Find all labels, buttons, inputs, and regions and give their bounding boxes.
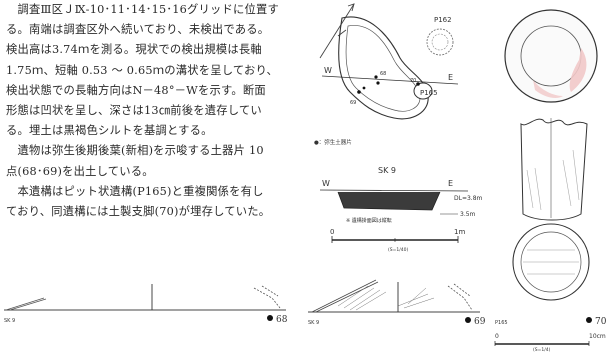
label-point-69: 69 bbox=[350, 100, 356, 106]
paragraph-artifacts: 遺物は弥生後期後葉(新相)を示唆する土器片 10 点(68･69)を出土している… bbox=[6, 141, 306, 181]
text-line: 遺物は弥生後期後葉(新相)を示唆する土器片 10 bbox=[6, 144, 264, 158]
text-line: 検出状態での長軸方向はN－48°－Wを示す。断面 bbox=[6, 83, 266, 97]
profile-68-right bbox=[253, 285, 281, 309]
scale2-ratio: (S=1/4) bbox=[533, 347, 551, 353]
scale-bar bbox=[331, 236, 459, 243]
legend-text: ●：弥生土器片 bbox=[314, 138, 352, 146]
pottery-profile-68: SK 9 68 bbox=[4, 284, 288, 325]
artifact-label-70: P165 bbox=[495, 320, 508, 326]
drawing-title: SK 9 bbox=[378, 166, 396, 175]
pottery-profile-69: SK 9 69 bbox=[308, 279, 486, 327]
text-line: 1.75ｍ、短軸 0.53 ～ 0.65ｍの溝状を呈しており、 bbox=[6, 63, 279, 77]
text-line: る。埋土は黒褐色シルトを基調とする。 bbox=[6, 124, 213, 138]
artifact-no-68: 68 bbox=[276, 315, 288, 325]
artifact-bullet-69 bbox=[465, 317, 471, 323]
find-spot-68b bbox=[376, 81, 380, 85]
artifact-70-side-shade bbox=[526, 149, 580, 211]
paragraph-description: 調査Ⅲ区ＪⅨ-10･11･14･15･16グリッドに位置す る。南端は調査区外へ… bbox=[6, 0, 306, 141]
section-label-w: W bbox=[322, 179, 330, 188]
section-dl: DL=3.8m bbox=[454, 195, 483, 202]
text-line: 点(68･69)を出土している。 bbox=[6, 164, 154, 178]
paragraph-relation: 本遺構はピット状遺構(P165)と重複関係を有し ており、同遺構には土製支脚(7… bbox=[6, 182, 306, 222]
profile-69-left bbox=[311, 279, 379, 313]
artifact-70-bottom-hatch bbox=[523, 249, 579, 275]
text-column: 調査Ⅲ区ＪⅨ-10･11･14･15･16グリッドに位置す る。南端は調査区外へ… bbox=[6, 0, 306, 222]
scale-ratio: (S=1/40) bbox=[388, 247, 408, 253]
pit-p165 bbox=[413, 82, 433, 100]
section-note: ※ 遺構掛面図は縦転 bbox=[346, 217, 392, 224]
section-line bbox=[321, 75, 459, 85]
artifact-label-69: SK 9 bbox=[308, 320, 319, 326]
label-p165: P165 bbox=[420, 89, 438, 97]
text-line: 調査Ⅲ区ＪⅨ-10･11･14･15･16グリッドに位置す bbox=[6, 3, 279, 16]
artifact-no-69: 69 bbox=[474, 317, 486, 327]
find-spot-69 bbox=[357, 90, 361, 94]
text-line: 本遺構はピット状遺構(P165)と重複関係を有し bbox=[6, 184, 264, 198]
scale-end: 1m bbox=[454, 228, 465, 236]
text-line: ており、同遺構には土製支脚(70)が埋存していた。 bbox=[6, 205, 271, 219]
artifact-no-70: 70 bbox=[595, 317, 607, 327]
pit-outline bbox=[338, 16, 429, 120]
artifact-70-side bbox=[520, 118, 588, 221]
scale-zero: 0 bbox=[330, 228, 334, 236]
pit-p162 bbox=[426, 28, 454, 56]
artifact-70-drawing bbox=[504, 9, 598, 301]
section-datum bbox=[319, 189, 469, 192]
label-w: W bbox=[324, 66, 332, 75]
profile-68-left bbox=[5, 297, 47, 311]
artifact-70-top-tint2 bbox=[533, 80, 563, 98]
section-label-e: E bbox=[448, 179, 453, 188]
label-point-68: 68 bbox=[380, 71, 386, 77]
scale2-end: 10cm bbox=[589, 333, 606, 340]
find-spot-68a bbox=[374, 75, 378, 79]
plan-drawing: P162 P165 70 W E 68 69 ●：弥生土器片 SK 9 W E … bbox=[314, 3, 483, 253]
profile-69-hatch bbox=[337, 285, 435, 311]
section-outline bbox=[337, 191, 441, 211]
text-line: 形態は凹状を呈し、深さは13㎝前後を遺存してい bbox=[6, 104, 262, 118]
pit-inner-outline bbox=[345, 25, 421, 112]
find-spot-69b bbox=[362, 86, 366, 90]
profile-69-right bbox=[447, 283, 473, 311]
artifact-70-bottom-inner bbox=[520, 231, 582, 293]
text-line: る。南端は調査区外へ続いており、未検出である。 bbox=[6, 23, 270, 37]
label-e: E bbox=[448, 73, 453, 82]
artifact-70-caption: P165 70 0 10cm (S=1/4) bbox=[494, 317, 607, 353]
scale-bar-10cm bbox=[494, 341, 590, 346]
north-arrow-icon bbox=[319, 3, 355, 59]
artifact-70-top-tint bbox=[569, 48, 587, 92]
artifact-bullet-68 bbox=[267, 315, 273, 321]
artifact-label-68: SK 9 bbox=[4, 318, 15, 324]
scale2-zero: 0 bbox=[495, 333, 499, 340]
section-elev: 3.5m bbox=[460, 211, 476, 218]
text-line: 検出高は3.74ｍを測る。現状での検出規模は長軸 bbox=[6, 43, 262, 57]
pit-p162-inner bbox=[431, 33, 449, 51]
find-spot-70 bbox=[416, 82, 420, 86]
artifact-bullet-70 bbox=[586, 317, 592, 323]
section-fill bbox=[338, 192, 440, 210]
label-p162: P162 bbox=[434, 16, 452, 24]
